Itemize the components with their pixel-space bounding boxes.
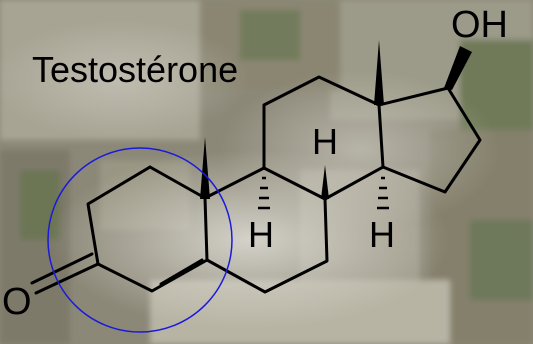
hash-c9-h <box>258 176 270 210</box>
hashed-bonds <box>258 176 389 210</box>
wedge-bonds <box>200 40 472 199</box>
molecule-name: Testostérone <box>32 49 239 90</box>
carbonyl-bond-a <box>34 262 100 295</box>
double-bond-c4-c5 <box>159 258 204 286</box>
hydrogen-label-left: H <box>248 214 274 255</box>
ring-c-bonds <box>262 75 385 201</box>
ring-b-bonds <box>203 166 329 294</box>
highlight-circle <box>47 147 233 333</box>
ketone-oxygen-label: O <box>2 281 32 323</box>
hydroxyl-wedge <box>444 46 472 90</box>
hash-c14-h <box>377 176 389 210</box>
hydrogen-label-right: H <box>369 214 395 255</box>
hydrogen-label-top: H <box>312 121 338 162</box>
methyl-wedge-c13 <box>374 40 384 105</box>
h-wedge-c8 <box>321 165 329 199</box>
hydroxyl-label: OH <box>451 4 508 46</box>
methyl-wedge-c10 <box>200 137 210 199</box>
bond-skeleton <box>30 50 482 295</box>
carbonyl-bond-b <box>30 252 94 285</box>
ring-d-bonds <box>377 86 482 194</box>
